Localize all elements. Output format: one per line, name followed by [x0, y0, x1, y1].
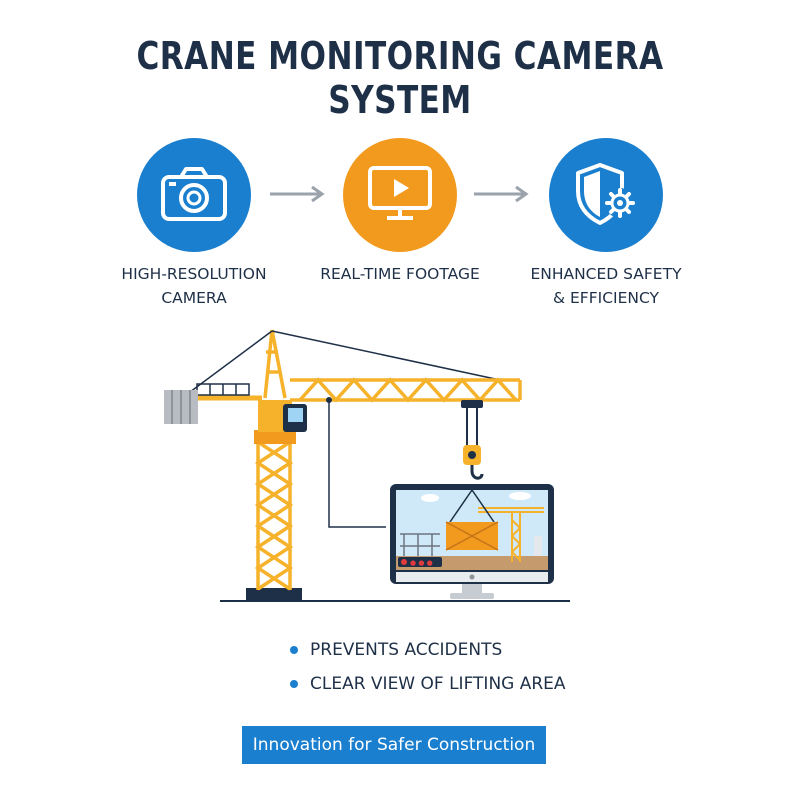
monitor-play-icon — [368, 166, 432, 220]
step-footage-circle — [343, 138, 457, 252]
monitor-indicator-dots: ● ● ● — [410, 559, 433, 567]
monitor: ● ● ● — [390, 484, 554, 599]
benefit-label: PREVENTS ACCIDENTS — [310, 640, 503, 660]
arrow-right-icon — [474, 185, 529, 203]
step-footage-label-line1: REAL-TIME FOOTAGE — [320, 265, 480, 283]
bullet-icon — [290, 680, 298, 688]
camera-connection-line — [328, 400, 386, 528]
step-safety-label-line2: & EFFICIENCY — [552, 289, 659, 307]
crane-trolley — [461, 400, 483, 408]
tagline-banner: Innovation for Safer Construction — [242, 726, 546, 764]
arrow-right-icon — [270, 185, 325, 203]
step-camera-label-line2: CAMERA — [161, 289, 227, 307]
crane-hook-icon — [463, 445, 484, 480]
page-title: CRANE MONITORING CAMERA SYSTEM — [136, 34, 664, 122]
tagline-text: Innovation for Safer Construction — [252, 735, 536, 755]
crane-jib — [290, 377, 522, 403]
list-item: PREVENTS ACCIDENTS — [290, 636, 610, 670]
benefits-list: PREVENTS ACCIDENTS CLEAR VIEW OF LIFTING… — [290, 636, 610, 704]
step-safety-circle — [549, 138, 663, 252]
crane-base — [246, 588, 302, 601]
step-camera-label-line1: HIGH-RESOLUTION — [121, 265, 267, 283]
step-camera-circle — [137, 138, 251, 252]
bullet-icon — [290, 646, 298, 654]
crane-cab — [283, 404, 307, 432]
camera-icon — [161, 167, 227, 221]
step-footage-label: REAL-TIME FOOTAGE — [300, 262, 500, 286]
benefit-label: CLEAR VIEW OF LIFTING AREA — [310, 674, 566, 694]
shield-gear-icon — [576, 163, 635, 225]
crane-counterweight — [164, 390, 198, 424]
crane-mast — [254, 440, 294, 591]
step-camera-label: HIGH-RESOLUTION CAMERA — [94, 262, 294, 310]
step-safety-label-line1: ENHANCED SAFETY — [530, 265, 682, 283]
crane-illustration: ● ● ● — [164, 329, 570, 602]
list-item: CLEAR VIEW OF LIFTING AREA — [290, 670, 610, 704]
step-safety-label: ENHANCED SAFETY & EFFICIENCY — [506, 262, 706, 310]
